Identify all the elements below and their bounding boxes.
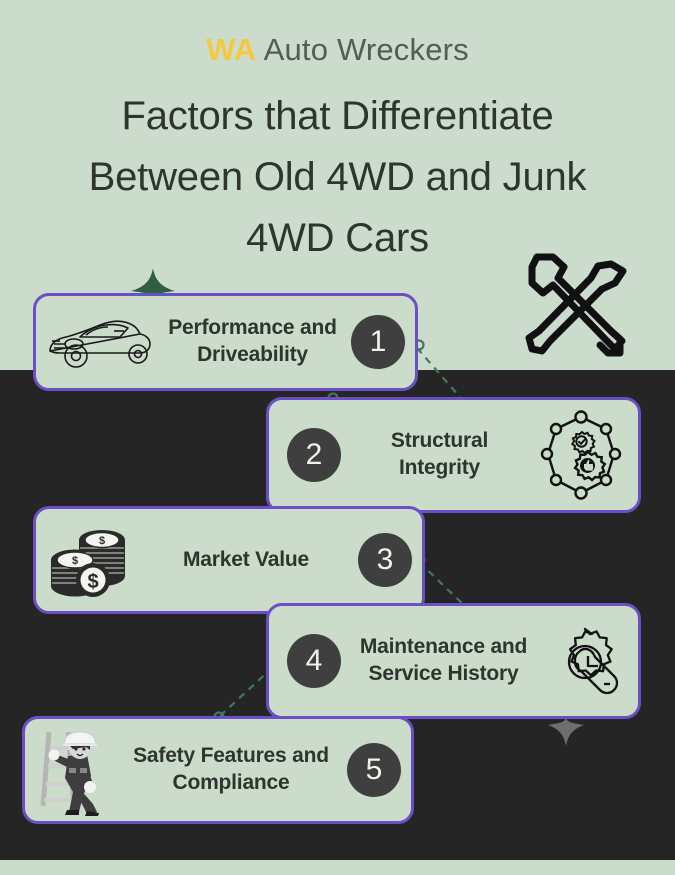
leaf-spike-icon-top [131, 268, 175, 305]
factor-card-3[interactable]: $ $ $ Market Value 3 [33, 506, 425, 614]
factor-card-1-label: Performance and Driveability [168, 316, 337, 366]
page-title: Factors that Differentiate Between Old 4… [88, 94, 587, 260]
factor-card-5-number: 5 [347, 743, 401, 797]
factor-card-1[interactable]: Performance and Driveability 1 [33, 293, 418, 391]
gear-wrench-icon [542, 618, 628, 704]
factor-card-4-label: Maintenance and Service History [359, 635, 528, 685]
brand-logo: WA Auto Wreckers [0, 32, 675, 68]
leaf-spike-icon-bottom [548, 718, 584, 751]
bottom-light-band [0, 860, 675, 875]
money-coin-stacks-icon: $ $ $ [46, 522, 134, 598]
factor-card-1-number: 1 [351, 315, 405, 369]
brand-logo-name: Auto Wreckers [263, 32, 469, 67]
wrench-screwdriver-icon [512, 245, 632, 370]
factor-card-4-number: 4 [287, 634, 341, 688]
quality-gears-network-icon [534, 408, 628, 502]
factor-card-2-label: Structural Integrity [390, 429, 489, 479]
factor-card-5-label: Safety Features and Compliance [133, 744, 329, 794]
sports-car-icon [46, 311, 154, 373]
factor-card-3-number: 3 [358, 533, 412, 587]
brand-logo-prefix: WA [206, 32, 257, 67]
factor-card-5[interactable]: Safety Features and Compliance 5 [22, 716, 414, 824]
factor-card-2-number: 2 [287, 428, 341, 482]
factor-card-4[interactable]: 4 Maintenance and Service History [266, 603, 641, 719]
svg-text:$: $ [99, 535, 105, 547]
header: WA Auto Wreckers Factors that Differenti… [0, 0, 675, 268]
svg-text:$: $ [87, 571, 98, 593]
factor-card-2[interactable]: 2 Structural Integrity [266, 397, 641, 513]
safety-worker-ladder-icon [35, 724, 115, 816]
svg-text:$: $ [72, 555, 78, 567]
factor-card-3-label: Market Value [183, 547, 309, 571]
